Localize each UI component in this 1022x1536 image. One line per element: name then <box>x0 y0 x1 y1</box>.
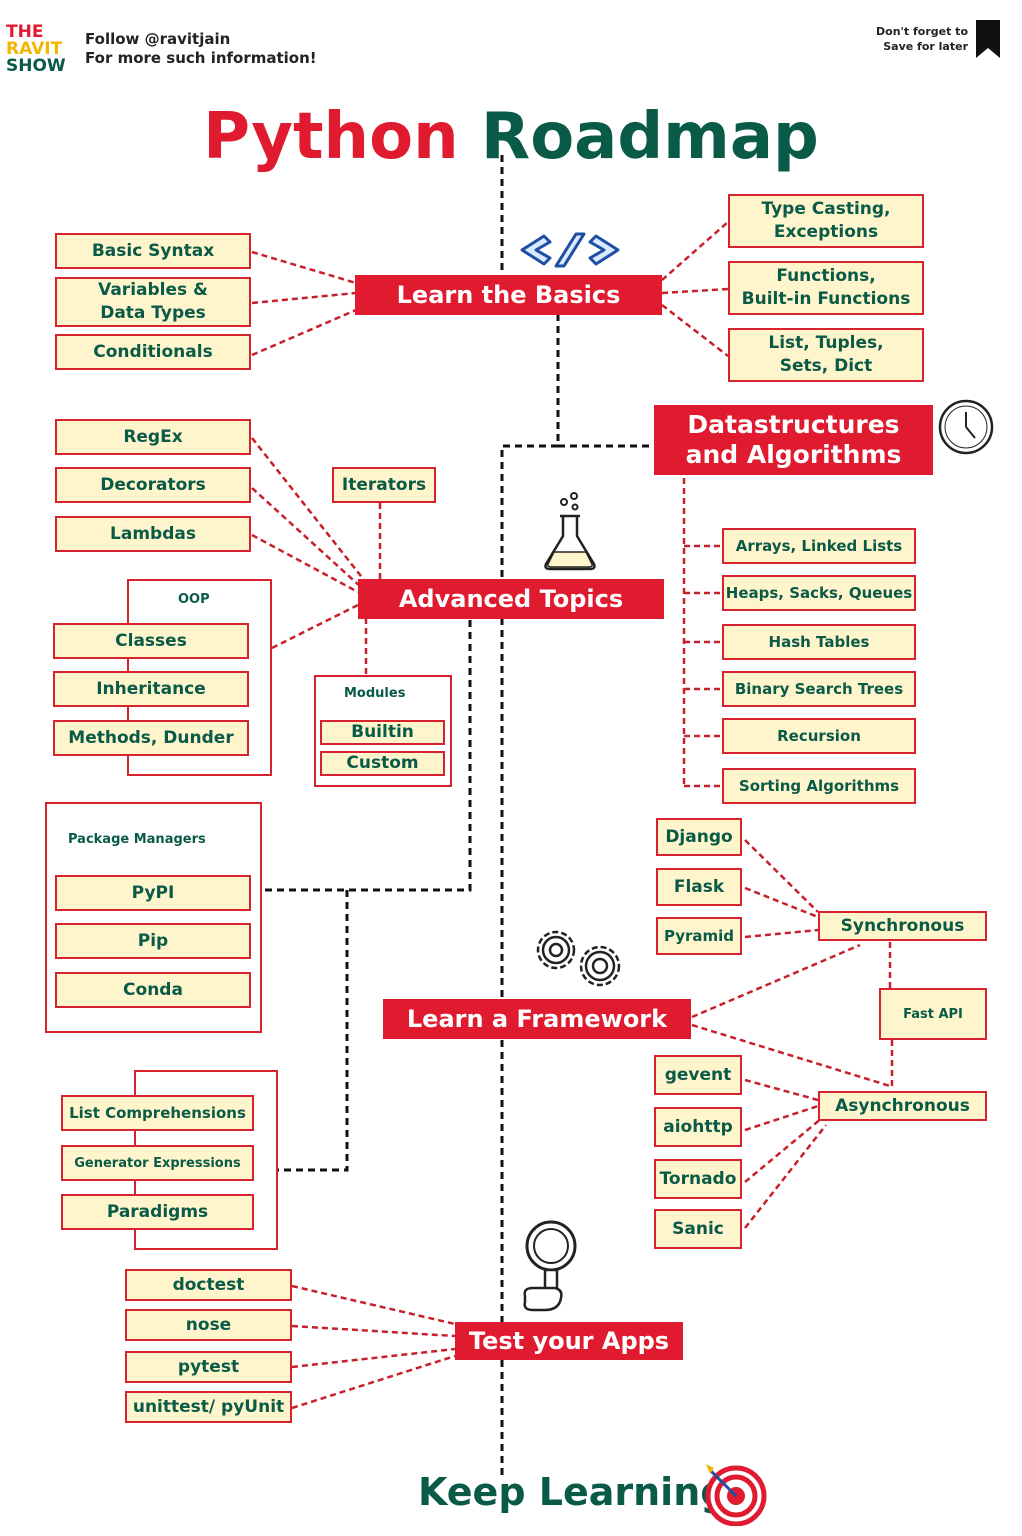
save-note: Don't forget to Save for later <box>858 24 968 54</box>
synchronous-box[interactable]: Synchronous <box>818 911 987 941</box>
regex-box[interactable]: RegEx <box>55 419 251 455</box>
pypi-box[interactable]: PyPI <box>55 875 251 911</box>
list-comprehensions-box[interactable]: List Comprehensions <box>61 1095 254 1131</box>
nose-box[interactable]: nose <box>125 1309 292 1341</box>
package-managers-title: Package Managers <box>68 832 206 847</box>
custom-box[interactable]: Custom <box>320 751 445 776</box>
generator-expressions-box[interactable]: Generator Expressions <box>61 1145 254 1181</box>
pip-box[interactable]: Pip <box>55 923 251 959</box>
basic-syntax-box[interactable]: Basic Syntax <box>55 233 251 269</box>
conda-box[interactable]: Conda <box>55 972 251 1008</box>
iterators-box[interactable]: Iterators <box>332 467 436 503</box>
title-word-roadmap: Roadmap <box>480 100 819 174</box>
aiohttp-box[interactable]: aiohttp <box>654 1107 742 1147</box>
dsa-item-arrays[interactable]: Arrays, Linked Lists <box>722 528 916 564</box>
magnifier-icon <box>523 1220 577 1312</box>
dsa-item-recursion[interactable]: Recursion <box>722 718 916 754</box>
decorators-box[interactable]: Decorators <box>55 467 251 503</box>
target-icon <box>705 1464 767 1526</box>
dsa-item-sorting[interactable]: Sorting Algorithms <box>722 768 916 804</box>
follow-text: Follow @ravitjain For more such informat… <box>85 30 317 68</box>
tornado-box[interactable]: Tornado <box>654 1159 742 1199</box>
dsa-item-hash-tables[interactable]: Hash Tables <box>722 624 916 660</box>
logo-line: RAVIT <box>6 39 63 59</box>
keep-learning-text: Keep Learning <box>418 1470 728 1514</box>
fast-api-box[interactable]: Fast API <box>879 988 987 1040</box>
oop-title: OOP <box>178 592 210 607</box>
sanic-box[interactable]: Sanic <box>654 1209 742 1249</box>
learn-framework-node[interactable]: Learn a Framework <box>383 999 691 1039</box>
save-line-1: Don't forget to <box>876 25 968 38</box>
flask-box[interactable]: Flask <box>656 868 742 906</box>
modules-title: Modules <box>344 686 406 701</box>
dsa-item-bst[interactable]: Binary Search Trees <box>722 671 916 707</box>
show-logo: THE RAVIT SHOW <box>6 24 80 80</box>
variables-box[interactable]: Variables & Data Types <box>55 277 251 327</box>
flask-icon <box>544 492 596 571</box>
save-line-2: Save for later <box>883 40 968 53</box>
paradigms-box[interactable]: Paradigms <box>61 1194 254 1230</box>
django-box[interactable]: Django <box>656 818 742 856</box>
logo-line: SHOW <box>6 56 66 76</box>
methods-dunder-box[interactable]: Methods, Dunder <box>53 720 249 756</box>
logo-line: THE <box>6 22 44 42</box>
learn-basics-node[interactable]: Learn the Basics <box>355 275 662 315</box>
unittest-box[interactable]: unittest/ pyUnit <box>125 1391 292 1423</box>
pytest-box[interactable]: pytest <box>125 1351 292 1383</box>
dsa-item-heaps[interactable]: Heaps, Sacks, Queues <box>722 575 916 611</box>
lambdas-box[interactable]: Lambdas <box>55 516 251 552</box>
collections-box[interactable]: List, Tuples, Sets, Dict <box>728 328 924 382</box>
conditionals-box[interactable]: Conditionals <box>55 334 251 370</box>
follow-line-2: For more such information! <box>85 49 317 67</box>
gears-icon <box>536 930 621 987</box>
bookmark-icon[interactable] <box>976 20 1000 58</box>
asynchronous-box[interactable]: Asynchronous <box>818 1091 987 1121</box>
clock-icon <box>938 399 994 455</box>
classes-box[interactable]: Classes <box>53 623 249 659</box>
builtin-box[interactable]: Builtin <box>320 720 445 745</box>
test-apps-node[interactable]: Test your Apps <box>455 1322 683 1360</box>
follow-line-1: Follow @ravitjain <box>85 30 231 48</box>
pyramid-box[interactable]: Pyramid <box>656 917 742 955</box>
title-word-python: Python <box>203 100 459 174</box>
type-casting-box[interactable]: Type Casting, Exceptions <box>728 194 924 248</box>
functions-box[interactable]: Functions, Built-in Functions <box>728 261 924 315</box>
advanced-topics-node[interactable]: Advanced Topics <box>358 579 664 619</box>
page-title: Python Roadmap <box>0 98 1022 176</box>
doctest-box[interactable]: doctest <box>125 1269 292 1301</box>
dsa-node[interactable]: Datastructures and Algorithms <box>654 405 933 475</box>
code-icon <box>520 232 620 268</box>
inheritance-box[interactable]: Inheritance <box>53 671 249 707</box>
gevent-box[interactable]: gevent <box>654 1055 742 1095</box>
